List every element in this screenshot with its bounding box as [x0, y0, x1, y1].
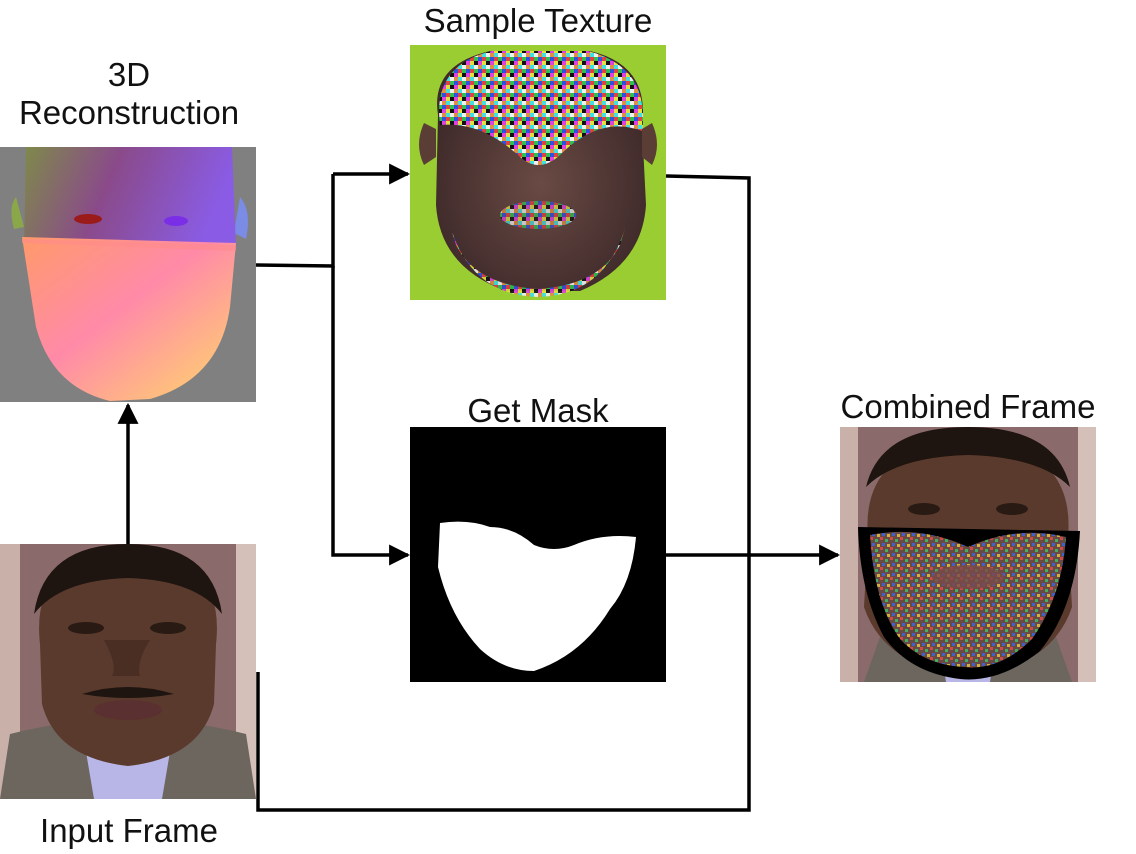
reconstruction-image [0, 147, 256, 402]
edge-reconstruction-trunk [255, 174, 335, 268]
reconstruction-label: 3D Reconstruction [18, 56, 240, 131]
get-mask-label: Get Mask [467, 392, 609, 429]
input-frame-label: Input Frame [40, 812, 218, 849]
edge-to-get-mask [331, 266, 411, 566]
mask-image [410, 427, 666, 682]
edge-sample-texture-to-combined [665, 174, 751, 555]
sample-texture-label: Sample Texture [423, 2, 653, 39]
input-frame-image [0, 544, 256, 799]
sample-texture-image [410, 45, 666, 300]
combined-frame-label: Combined Frame [840, 388, 1096, 425]
combined-frame-image [840, 427, 1096, 682]
edge-input-to-combined [256, 555, 751, 812]
